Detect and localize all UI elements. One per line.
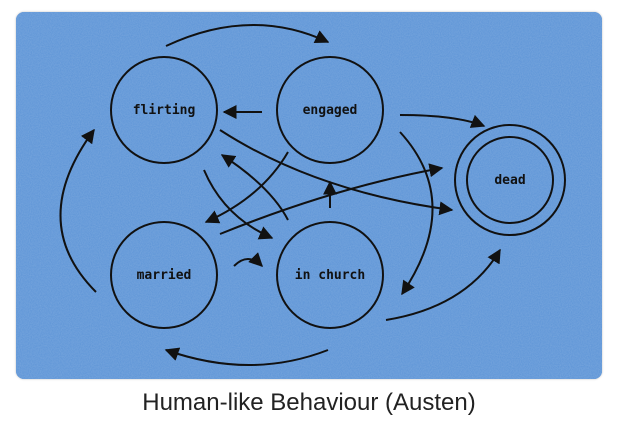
arrow-in-church-to-married — [164, 347, 329, 366]
state-flirting: flirting — [110, 56, 218, 164]
diagram-panel: flirting engaged dead married in church — [16, 12, 602, 379]
state-label-in-church: in church — [295, 268, 365, 283]
state-in-church: in church — [276, 221, 384, 329]
arrow-in-church-to-flirting — [220, 154, 289, 221]
state-dead: dead — [454, 124, 566, 236]
arrow-in-church-to-dead — [385, 248, 501, 321]
state-label-dead: dead — [494, 173, 525, 188]
arrow-married-to-flirting — [59, 128, 97, 293]
state-label-engaged: engaged — [303, 103, 358, 118]
state-label-flirting: flirting — [133, 103, 196, 118]
arrow-married-to-in-church — [233, 252, 263, 267]
arrow-engaged-to-married — [204, 151, 289, 224]
state-engaged: engaged — [276, 56, 384, 164]
state-diagram: flirting engaged dead married in church — [16, 12, 602, 379]
state-married: married — [110, 221, 218, 329]
arrow-engaged-to-dead — [399, 114, 486, 128]
panel-texture — [16, 12, 602, 379]
arrow-flirting-to-in-church — [203, 169, 274, 240]
arrow-flirting-to-engaged — [165, 24, 330, 47]
slide-caption: Human-like Behaviour (Austen) — [142, 389, 476, 416]
state-label-married: married — [137, 268, 192, 283]
